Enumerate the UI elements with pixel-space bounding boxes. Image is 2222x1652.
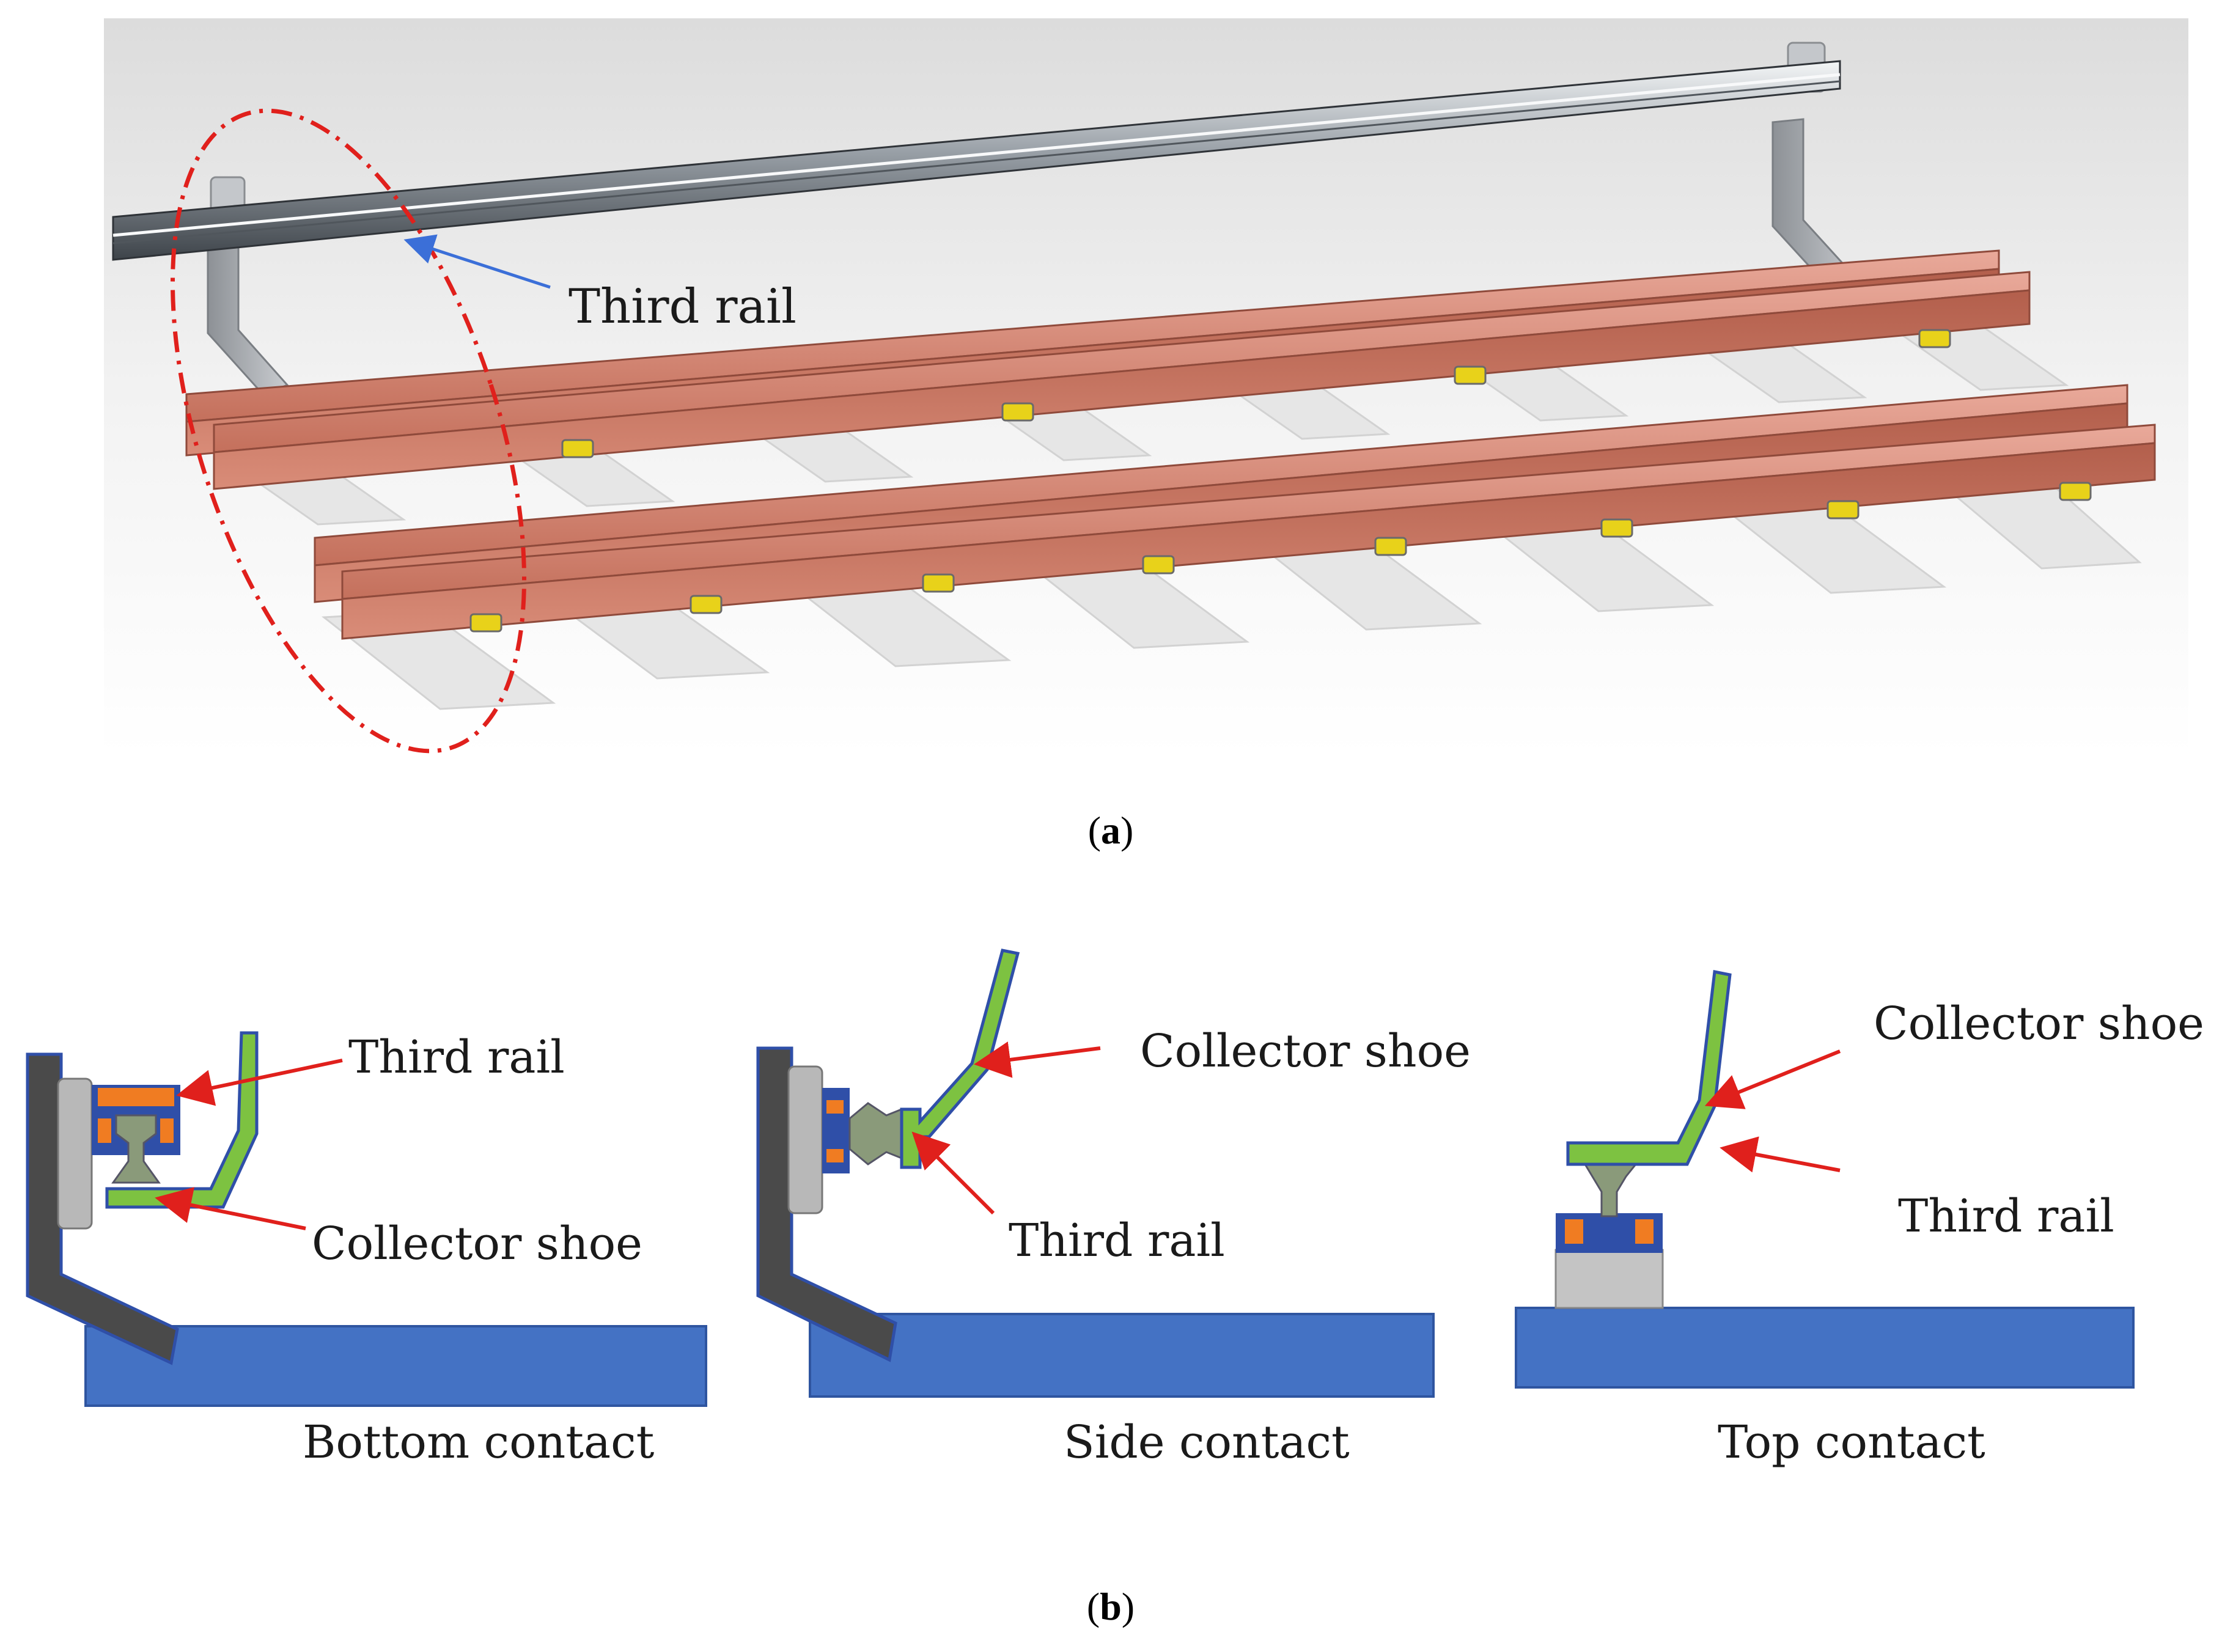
rail-cover-pad bbox=[826, 1149, 844, 1162]
side-contact-diagram: Collector shoe Third rail Side contact bbox=[756, 949, 1471, 1469]
arrow-third-rail bbox=[176, 1059, 343, 1106]
label-collector-shoe: Collector shoe bbox=[312, 1217, 642, 1270]
base-block bbox=[84, 1325, 707, 1407]
top-contact-diagram: Collector shoe Third rail Top contact bbox=[1515, 970, 2204, 1469]
clip bbox=[1142, 555, 1175, 575]
title-side-contact: Side contact bbox=[1064, 1416, 1350, 1469]
rail-cover-pad bbox=[1635, 1219, 1654, 1244]
caption-b: (b) bbox=[1087, 1585, 1135, 1628]
arrow-collector-shoe bbox=[1704, 1049, 1841, 1109]
label-third-rail: Third rail bbox=[1898, 1190, 2114, 1243]
clip bbox=[1374, 537, 1407, 556]
collector-shoe bbox=[900, 949, 1020, 1169]
third-rail-groove-shadow bbox=[112, 80, 1841, 244]
insulator bbox=[1554, 1249, 1664, 1309]
panel-a-render: Third rail bbox=[104, 18, 2188, 755]
third-rail-groove bbox=[112, 73, 1841, 237]
collector-shoe bbox=[105, 1031, 259, 1209]
base-block bbox=[809, 1313, 1435, 1398]
rail-cover-pad bbox=[160, 1118, 174, 1143]
title-top-contact: Top contact bbox=[1718, 1416, 1985, 1469]
third-rail-section bbox=[1581, 1160, 1641, 1217]
clip bbox=[1001, 402, 1034, 422]
rail-clips bbox=[469, 329, 2092, 633]
clip bbox=[690, 595, 723, 614]
label-third-rail: Third rail bbox=[1009, 1214, 1225, 1267]
clip bbox=[469, 613, 502, 633]
arrow-collector-shoe bbox=[974, 1041, 1101, 1078]
rail-cover-orange bbox=[98, 1088, 174, 1106]
running-rail bbox=[341, 442, 2156, 640]
clip bbox=[1600, 518, 1633, 538]
insulator bbox=[787, 1065, 823, 1214]
arrow-collector-shoe bbox=[155, 1187, 306, 1230]
highlight-ellipse bbox=[170, 108, 527, 754]
clip bbox=[922, 573, 955, 593]
title-bottom-contact: Bottom contact bbox=[303, 1416, 655, 1469]
arrow-third-rail bbox=[1720, 1136, 1841, 1173]
clip bbox=[1827, 500, 1860, 519]
label-collector-shoe: Collector shoe bbox=[1140, 1025, 1471, 1077]
rail-cover-pad bbox=[826, 1100, 844, 1114]
clip bbox=[1454, 365, 1487, 385]
clip bbox=[2059, 482, 2092, 501]
clip bbox=[561, 439, 594, 458]
base-block bbox=[1515, 1307, 2135, 1389]
collector-shoe bbox=[1566, 970, 1732, 1166]
third-rail-section bbox=[848, 1102, 903, 1166]
rail-cover-pad bbox=[98, 1118, 111, 1143]
third-rail-section bbox=[111, 1114, 161, 1184]
caption-a: (a) bbox=[1088, 809, 1134, 852]
support-bracket bbox=[26, 1052, 179, 1365]
label-collector-shoe: Collector shoe bbox=[1874, 997, 2204, 1050]
running-rails-back bbox=[185, 249, 2031, 490]
bottom-contact-diagram: Third rail Collector shoe Bottom contact bbox=[26, 1031, 707, 1469]
arrow-third-rail bbox=[911, 1131, 995, 1215]
running-rails-front bbox=[314, 384, 2156, 640]
label-third-rail: Third rail bbox=[348, 1031, 565, 1084]
third-rail-3d bbox=[112, 60, 1841, 261]
rail-cover-pad bbox=[1565, 1219, 1583, 1244]
insulator bbox=[57, 1077, 93, 1230]
running-rail bbox=[213, 289, 2031, 490]
support-bracket bbox=[756, 1046, 897, 1362]
clip bbox=[1918, 329, 1951, 348]
third-rail-body bbox=[112, 60, 1841, 261]
callout-arrow bbox=[403, 234, 551, 289]
callout-third-rail: Third rail bbox=[568, 279, 796, 334]
